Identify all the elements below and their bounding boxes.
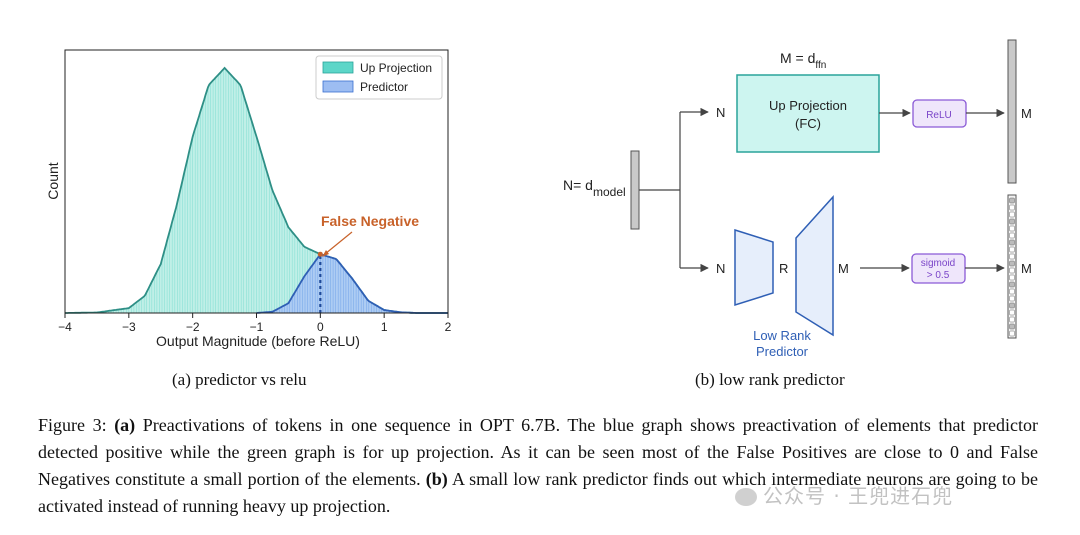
mask-cell xyxy=(1009,295,1015,302)
output-mask-vector xyxy=(1007,194,1017,339)
mask-cell xyxy=(1009,218,1015,225)
x-tick-label: −1 xyxy=(250,320,264,334)
false-negative-point xyxy=(317,251,323,257)
low-rank-predictor-line2: Predictor xyxy=(756,344,809,359)
caption-b-label: (b) xyxy=(425,469,448,489)
mask-cell xyxy=(1009,211,1015,218)
low-rank-predictor-line1: Low Rank xyxy=(753,328,811,343)
subfigure-b-caption: (b) low rank predictor xyxy=(695,370,845,389)
histogram-chart: −4 −3 −2 −1 0 1 2 Output Magnitude (before ReL… xyxy=(45,49,452,349)
n-top-label: N xyxy=(716,105,725,120)
series-bars-1 xyxy=(266,254,400,313)
m-right-bottom-label: M xyxy=(1021,261,1032,276)
m-right-top-label: M xyxy=(1021,106,1032,121)
mask-cell xyxy=(1009,197,1015,204)
mask-cell xyxy=(1009,302,1015,309)
mask-cell xyxy=(1009,316,1015,323)
mask-cell xyxy=(1009,204,1015,211)
y-axis-label: Count xyxy=(45,162,61,199)
chart-series-group xyxy=(65,66,448,314)
mask-cell xyxy=(1009,267,1015,274)
mask-cell xyxy=(1009,281,1015,288)
watermark: 公众号 · 王兜进石兜 xyxy=(735,480,953,509)
x-tick-label: 0 xyxy=(317,320,324,334)
x-tick-group: −4 −3 −2 −1 0 1 2 xyxy=(58,313,452,334)
caption-a-text: Preactivations of tokens in one sequence… xyxy=(38,415,1038,489)
up-projection-fc-label: (FC) xyxy=(795,116,821,131)
mask-cell xyxy=(1009,239,1015,246)
relu-label: ReLU xyxy=(926,110,952,121)
mask-cell xyxy=(1009,246,1015,253)
mask-cell xyxy=(1009,274,1015,281)
legend: Up Projection Predictor xyxy=(315,55,443,100)
low-rank-predictor-diagram: M = dffn N= dmodel N N Up Projection (FC… xyxy=(563,39,1032,359)
watermark-logo-icon xyxy=(735,488,757,506)
annotation-arrowhead xyxy=(322,250,329,257)
mask-cell xyxy=(1009,309,1015,316)
sigmoid-label-line2: > 0.5 xyxy=(927,270,950,281)
legend-swatch-predictor xyxy=(322,80,354,93)
up-projection-box xyxy=(736,74,880,153)
sigmoid-label-line1: sigmoid xyxy=(921,258,955,269)
watermark-text: 公众号 · 王兜进石兜 xyxy=(763,484,954,508)
n-bottom-label: N xyxy=(716,261,725,276)
mask-cell xyxy=(1009,260,1015,267)
mask-cells xyxy=(1009,197,1015,337)
x-tick-label: −4 xyxy=(58,320,72,334)
low-rank-down-projection xyxy=(734,228,774,307)
r-label: R xyxy=(779,261,788,276)
caption-a-label: (a) xyxy=(114,415,136,435)
caption-b-text: A small low rank predictor finds out whi… xyxy=(38,469,1038,516)
x-tick-label: −2 xyxy=(186,320,200,334)
mask-cell xyxy=(1009,232,1015,239)
m-dffn-label: M = dffn xyxy=(780,50,826,71)
mask-cell xyxy=(1009,288,1015,295)
legend-swatch-up-projection xyxy=(322,61,354,74)
low-rank-up-projection xyxy=(795,195,834,337)
caption-prefix: Figure 3: xyxy=(38,415,115,435)
x-tick-label: 2 xyxy=(445,320,452,334)
legend-label-predictor: Predictor xyxy=(360,80,408,94)
x-axis-label: Output Magnitude (before ReLU) xyxy=(156,333,360,349)
x-tick-label: −3 xyxy=(122,320,136,334)
subfigure-a-caption: (a) predictor vs relu xyxy=(172,370,307,389)
false-negative-annotation: False Negative xyxy=(321,213,419,229)
up-projection-label: Up Projection xyxy=(769,98,847,113)
figure-caption: Figure 3: (a) Preactivations of tokens i… xyxy=(38,412,1038,520)
mask-cell xyxy=(1009,225,1015,232)
n-dmodel-label: N= dmodel xyxy=(563,177,626,199)
mask-cell xyxy=(1009,330,1015,337)
output-vector-top xyxy=(1007,39,1017,184)
x-tick-label: 1 xyxy=(381,320,388,334)
legend-label-up-projection: Up Projection xyxy=(360,61,432,75)
annotation-arrow xyxy=(324,231,353,255)
mask-cell xyxy=(1009,253,1015,260)
series-area-1 xyxy=(256,254,448,313)
m-mid-label: M xyxy=(838,261,849,276)
mask-cell xyxy=(1009,323,1015,330)
input-vector xyxy=(630,150,640,230)
